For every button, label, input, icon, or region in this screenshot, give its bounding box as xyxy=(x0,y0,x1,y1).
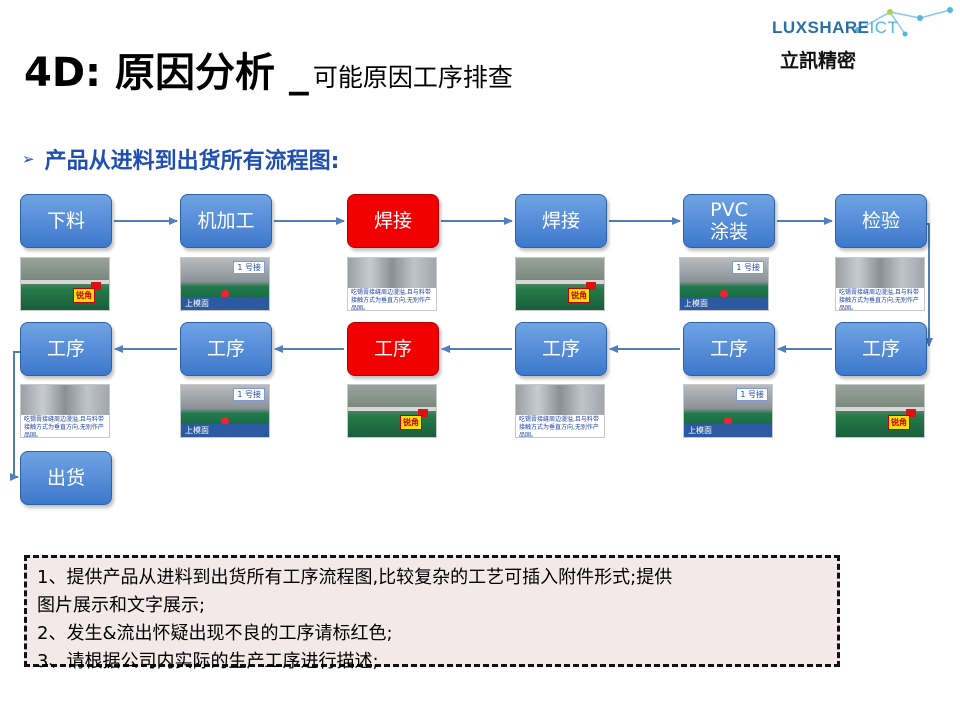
logo-brand: LUXSHAREICT xyxy=(772,18,899,37)
photo-caption: 锐角 xyxy=(568,288,590,303)
process-step[interactable]: 机加工 xyxy=(180,194,272,248)
process-step[interactable]: 焊接 xyxy=(515,194,607,248)
process-step[interactable]: 工序 xyxy=(683,322,775,376)
photo-footer: 上模面 xyxy=(181,297,269,310)
page-title-sub: 可能原因工序排查 xyxy=(312,63,513,92)
process-photo: 吃锡膏接缝周边漫溢,且与料带接触方式为垂直方向,无别作产品固。 xyxy=(20,384,110,438)
process-step[interactable]: PVC 涂装 xyxy=(683,194,775,248)
photo-caption: 吃锡膏接缝周边漫溢,且与料带接触方式为垂直方向,无别作产品固。 xyxy=(839,289,919,311)
photo-footer: 上模面 xyxy=(181,424,269,437)
process-photo: 吃锡膏接缝周边漫溢,且与料带接触方式为垂直方向,无别作产品固。 xyxy=(515,384,605,438)
photo-caption: 吃锡膏接缝周边漫溢,且与料带接触方式为垂直方向,无别作产品固。 xyxy=(351,289,431,311)
photo-tag: 1 号接 xyxy=(233,261,265,274)
flow-arrow xyxy=(925,223,933,347)
process-step[interactable]: 焊接 xyxy=(347,194,439,248)
process-photo: 1 号接上模面 xyxy=(180,257,270,311)
process-photo: 锐角 xyxy=(347,384,437,438)
process-step[interactable]: 工序 xyxy=(20,322,112,376)
note-line-2: 图片展示和文字展示; xyxy=(37,595,206,616)
process-step[interactable]: 检验 xyxy=(835,194,927,248)
photo-tag: 1 号接 xyxy=(736,388,768,401)
photo-tag: 1 号接 xyxy=(233,388,265,401)
note-line-1: 1、提供产品从进料到出货所有工序流程图,比较复杂的工艺可插入附件形式;提供 xyxy=(37,567,673,588)
process-photo: 锐角 xyxy=(835,384,925,438)
process-photo: 1 号接上模面 xyxy=(679,257,769,311)
instruction-note: 1、提供产品从进料到出货所有工序流程图,比较复杂的工艺可插入附件形式;提供 图片… xyxy=(24,555,840,672)
page-title: 4D: 原因分析 _ 可能原因工序排查 xyxy=(24,40,513,96)
logo-cn-name: 立訊精密 xyxy=(780,50,857,72)
process-photo: 锐角 xyxy=(20,257,110,311)
process-photo: 吃锡膏接缝周边漫溢,且与料带接触方式为垂直方向,无别作产品固。 xyxy=(835,257,925,311)
process-step[interactable]: 工序 xyxy=(180,322,272,376)
photo-caption: 锐角 xyxy=(73,288,95,303)
process-photo: 1 号接上模面 xyxy=(683,384,773,438)
company-logo: LUXSHAREICT 立訊精密 xyxy=(770,4,960,74)
photo-caption: 吃锡膏接缝周边漫溢,且与料带接触方式为垂直方向,无别作产品固。 xyxy=(24,416,104,438)
process-step-shipment[interactable]: 出货 xyxy=(20,451,112,505)
bullet-arrow-icon: ➢ xyxy=(22,150,35,168)
photo-footer: 上模面 xyxy=(680,297,768,310)
network-graphic-icon xyxy=(855,7,953,37)
photo-caption: 锐角 xyxy=(400,415,422,430)
photo-caption: 锐角 xyxy=(888,415,910,430)
process-step[interactable]: 下料 xyxy=(20,194,112,248)
process-step[interactable]: 工序 xyxy=(835,322,927,376)
note-line-3: 2、发生&流出怀疑出现不良的工序请标红色; xyxy=(37,623,393,644)
process-step[interactable]: 工序 xyxy=(347,322,439,376)
photo-footer: 上模面 xyxy=(684,424,772,437)
note-line-4: 3、请根据公司内实际的生产工序进行描述; xyxy=(37,651,379,672)
photo-caption: 吃锡膏接缝周边漫溢,且与料带接触方式为垂直方向,无别作产品固。 xyxy=(519,416,599,438)
process-photo: 吃锡膏接缝周边漫溢,且与料带接触方式为垂直方向,无别作产品固。 xyxy=(347,257,437,311)
process-step[interactable]: 工序 xyxy=(515,322,607,376)
process-photo: 锐角 xyxy=(515,257,605,311)
section-heading-text: 产品从进料到出货所有流程图: xyxy=(44,149,340,174)
process-photo: 1 号接上模面 xyxy=(180,384,270,438)
page-title-main: 4D: 原因分析 _ xyxy=(24,50,309,96)
photo-tag: 1 号接 xyxy=(732,261,764,274)
section-heading: ➢ 产品从进料到出货所有流程图: xyxy=(22,143,339,175)
